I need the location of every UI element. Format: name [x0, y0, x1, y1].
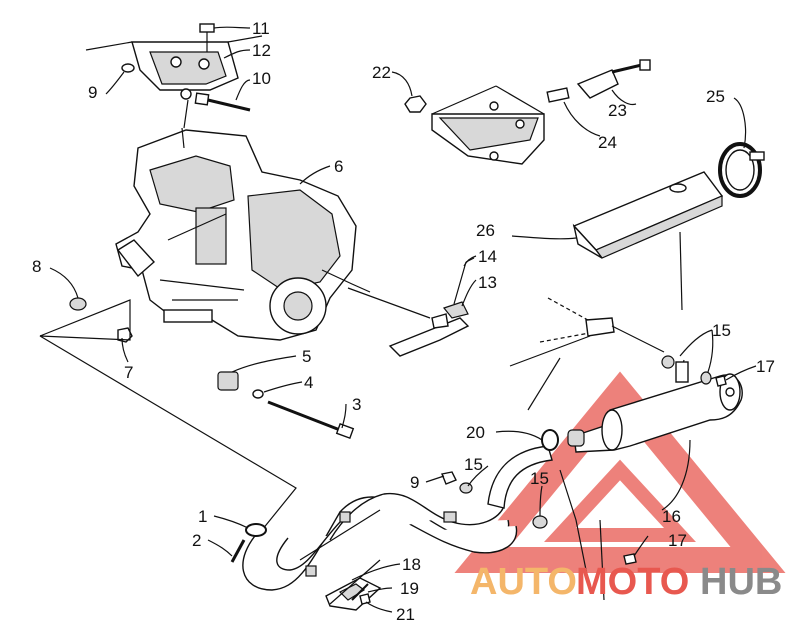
- callout-22: 22: [372, 63, 391, 82]
- callout-9-lower: 9: [410, 473, 419, 492]
- assembly-outline: [39, 299, 297, 531]
- callout-2: 2: [192, 531, 201, 550]
- grommet-8: [69, 297, 87, 311]
- leader-lines: [49, 26, 757, 613]
- callout-25: 25: [706, 87, 725, 106]
- callout-18: 18: [402, 555, 421, 574]
- watermark-word-hub: HUB: [700, 561, 782, 603]
- callout-23: 23: [608, 101, 627, 120]
- footrest-bracket: [347, 257, 475, 357]
- callout-4: 4: [304, 373, 313, 392]
- bolt-10: [194, 92, 251, 112]
- washer-4: [252, 389, 264, 399]
- callout-17-upper: 17: [756, 357, 775, 376]
- callout-24: 24: [598, 133, 617, 152]
- bolt-19: [351, 583, 369, 601]
- callout-15-lower: 15: [530, 469, 549, 488]
- watermark-logo: [454, 371, 786, 573]
- callout-labels: 11 12 9 10 22 23 24 25 6 26 8 14 13 7 5 …: [32, 19, 775, 624]
- callout-16: 16: [662, 507, 681, 526]
- callout-13: 13: [478, 273, 497, 292]
- callout-1: 1: [198, 507, 207, 526]
- nut-21: [359, 593, 371, 605]
- heat-shield-26: [572, 171, 724, 259]
- bolt-23: [576, 59, 651, 99]
- callout-21: 21: [396, 605, 415, 624]
- exhaust-hanger-bracket: [431, 85, 545, 165]
- bolt-2: [230, 539, 246, 563]
- watermark-triangle-outer: [454, 371, 786, 573]
- band-clamp-25: [718, 142, 765, 198]
- callout-9-top: 9: [88, 83, 97, 102]
- callout-10: 10: [252, 69, 271, 88]
- grommet-15-mid: [459, 482, 473, 494]
- callout-3: 3: [352, 395, 361, 414]
- spacer-24: [546, 87, 570, 103]
- bolt-17-upper: [715, 375, 727, 387]
- callout-20: 20: [466, 423, 485, 442]
- callout-6: 6: [334, 157, 343, 176]
- watermark-word-auto: AUTO: [470, 561, 577, 603]
- frame-outline: [509, 231, 683, 601]
- watermark-text: AUTO MOTO HUB: [470, 561, 782, 603]
- nut-22: [404, 95, 427, 113]
- callout-17-lower: 17: [668, 531, 687, 550]
- bolt-17-lower: [623, 553, 637, 565]
- exhaust-pipe-18: [242, 492, 518, 611]
- callout-8: 8: [32, 257, 41, 276]
- washer-9-lower: [441, 471, 457, 485]
- engine-mount-bracket: [85, 35, 263, 129]
- callout-11: 11: [252, 19, 270, 38]
- bolt-3: [267, 400, 355, 439]
- callout-5: 5: [302, 347, 311, 366]
- engine-assembly: [115, 127, 371, 341]
- grommet-15-upper: [661, 355, 675, 369]
- callout-19: 19: [400, 579, 419, 598]
- spacer-sleeve-5: [217, 371, 239, 391]
- callout-26: 26: [476, 221, 495, 240]
- clamp-1: [245, 523, 267, 537]
- watermark-word-moto: MOTO: [576, 561, 689, 603]
- callout-14: 14: [478, 247, 497, 266]
- callout-12: 12: [252, 41, 271, 60]
- callout-15-upper: 15: [712, 321, 731, 340]
- callout-7: 7: [124, 363, 133, 382]
- grommet-15-upper-2: [700, 371, 712, 385]
- washer-9-top: [121, 63, 135, 73]
- grommet-15-lower: [532, 515, 548, 529]
- callout-15-mid: 15: [464, 455, 483, 474]
- watermark-triangle-inner: [544, 459, 696, 542]
